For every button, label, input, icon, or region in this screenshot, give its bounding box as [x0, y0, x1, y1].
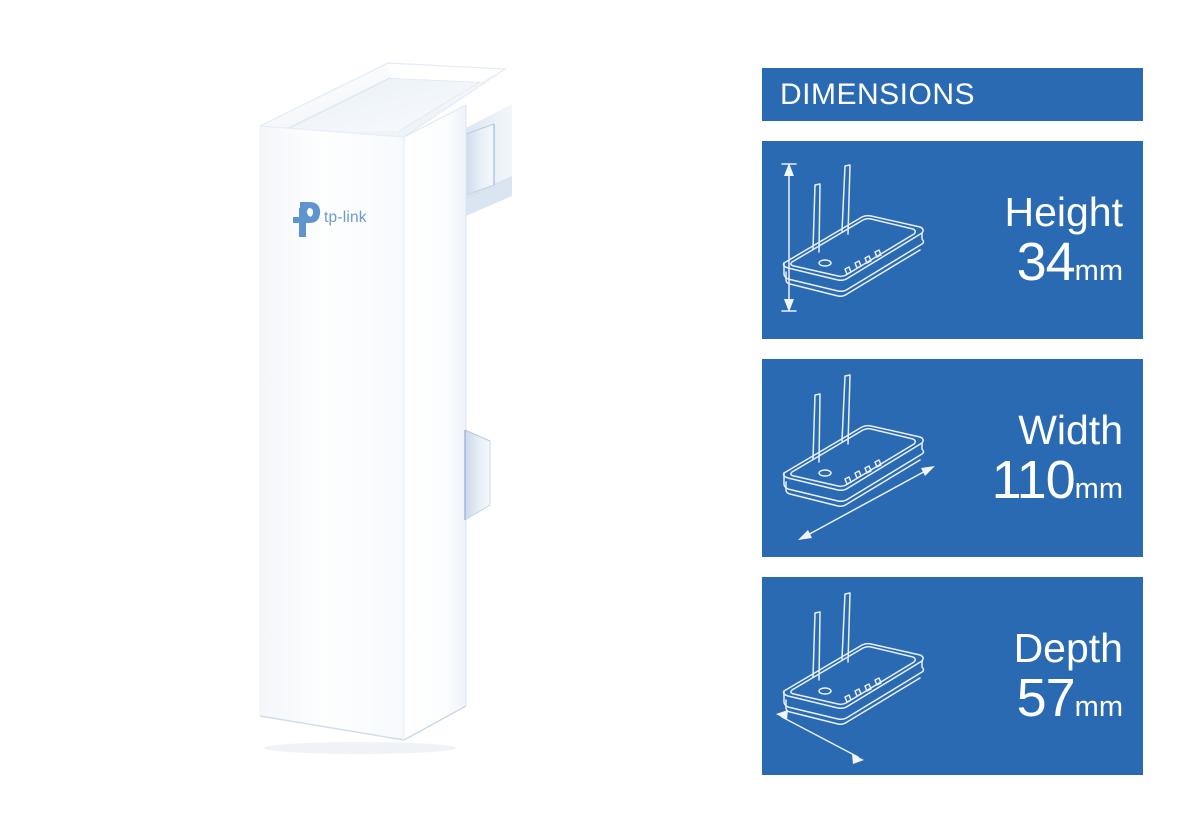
width-arrow-icon: [798, 466, 935, 540]
depth-label: Depth: [1013, 624, 1123, 671]
width-value: 110: [991, 449, 1076, 510]
width-text-block: Width 110mm: [958, 406, 1143, 507]
dimensions-panel: DIMENSIONS: [762, 68, 1143, 775]
width-unit: mm: [1074, 472, 1123, 505]
depth-illustration: [762, 577, 958, 775]
height-arrow-icon: [781, 163, 797, 312]
router-body-icon: [782, 214, 925, 297]
router-antennas-icon: [812, 164, 851, 253]
width-illustration: [762, 359, 958, 557]
height-unit: mm: [1074, 254, 1123, 287]
svg-text:tp-link: tp-link: [324, 209, 367, 226]
depth-arrow-icon: [776, 710, 864, 764]
router-body-icon: [782, 642, 925, 725]
dimension-card-width: Width 110mm: [762, 359, 1143, 557]
tp-link-logo: tp-link: [293, 202, 367, 237]
product-side-face: [403, 104, 467, 741]
depth-value: 57: [1016, 667, 1076, 728]
depth-unit: mm: [1074, 690, 1123, 723]
dimension-card-height: Height 34mm: [762, 141, 1143, 339]
height-text-block: Height 34mm: [958, 188, 1143, 289]
dimension-card-depth: Depth 57mm: [762, 577, 1143, 775]
height-label: Height: [1004, 188, 1123, 235]
width-value-row: 110mm: [958, 453, 1123, 507]
width-label: Width: [1018, 406, 1123, 453]
product-upper-mount-tab: [462, 123, 495, 197]
product-front-face: [259, 125, 405, 741]
router-antennas-icon: [812, 374, 851, 463]
product-image: tp-link: [259, 62, 512, 754]
depth-text-block: Depth 57mm: [958, 624, 1143, 725]
dimensions-header-title: DIMENSIONS: [780, 77, 976, 111]
product-shadow: [264, 742, 456, 754]
height-value-row: 34mm: [958, 235, 1123, 289]
product-lower-mount-tab: [464, 429, 491, 521]
router-body-icon: [782, 424, 925, 507]
height-value: 34: [1016, 231, 1076, 292]
depth-value-row: 57mm: [958, 671, 1123, 725]
product-top-cavity: [259, 62, 507, 138]
router-antennas-icon: [812, 592, 851, 681]
dimensions-header: DIMENSIONS: [762, 68, 1143, 121]
height-illustration: [762, 141, 958, 339]
